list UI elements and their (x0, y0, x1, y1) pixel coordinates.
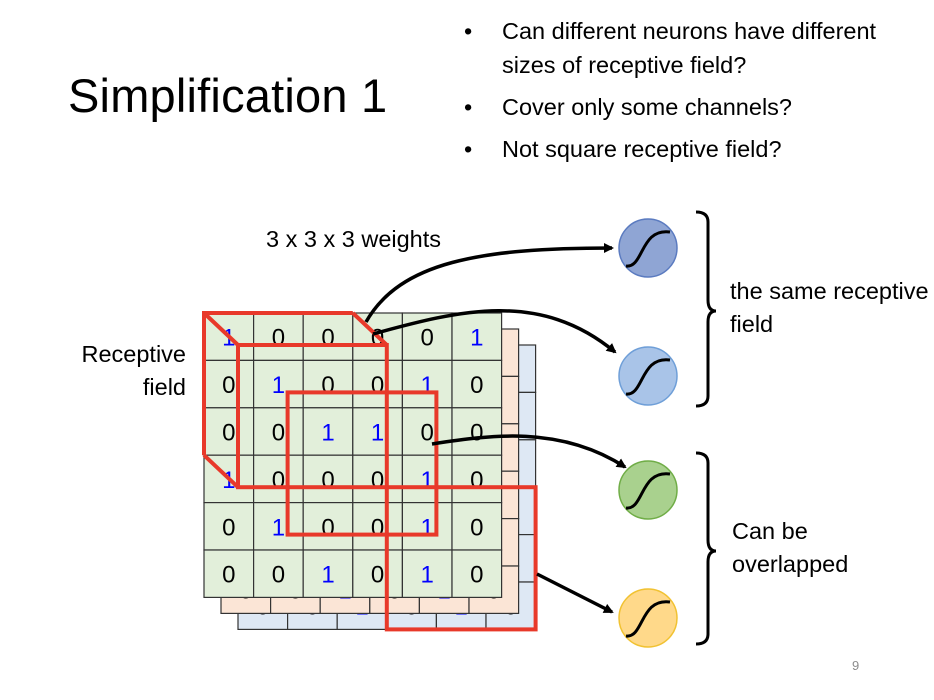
weights-label: 3 x 3 x 3 weights (266, 226, 442, 252)
cell-value: 0 (470, 514, 483, 541)
arrow-to-neuron-2 (372, 309, 617, 354)
receptive-field-label: Receptive field (81, 341, 187, 400)
cell-value: 0 (222, 420, 235, 447)
grid-cell (302, 549, 354, 599)
receptive-field-highlights (202, 311, 538, 632)
neuron-yellow (618, 588, 678, 648)
arrow-to-neuron-3 (431, 434, 627, 469)
overlapped-label: Can be overlapped (732, 518, 849, 577)
cell-value: 1 (470, 325, 483, 352)
grid-cell (451, 407, 503, 456)
brace-same-field-icon (695, 210, 717, 408)
cell-value: 0 (222, 562, 235, 589)
cell-value: 0 (321, 372, 334, 399)
arrow-to-neuron-1 (364, 243, 614, 323)
cell-value: 1 (421, 514, 434, 541)
grid-cell (451, 454, 503, 504)
cell-value: 0 (321, 467, 334, 494)
cell-value: 0 (470, 467, 483, 494)
braces (695, 210, 717, 646)
cell-value: 0 (272, 325, 285, 352)
grid-cell (253, 359, 304, 409)
grid-cell (253, 502, 304, 551)
cell-value: 0 (272, 420, 285, 447)
neuron-blue-dark (618, 218, 678, 278)
sigmoid-icon (625, 358, 671, 396)
neuron-circle (618, 346, 678, 406)
rf-top-left (202, 311, 389, 490)
question-list: Can different neurons have different siz… (464, 14, 932, 174)
neurons (618, 218, 678, 648)
neuron-blue-light (618, 346, 678, 406)
grid-cell (451, 502, 503, 551)
cell-value: 0 (272, 467, 285, 494)
grid-cell (352, 549, 403, 599)
grid-cell (401, 502, 453, 551)
arrow-to-neuron-4 (536, 572, 614, 614)
cell-value: 0 (470, 562, 483, 589)
cell-value: 0 (222, 372, 235, 399)
rf-middle (285, 390, 439, 537)
page-number: 9 (852, 658, 860, 673)
grid-cell (203, 407, 255, 456)
question-item: Not square receptive field? (464, 132, 932, 166)
grid-cell (451, 549, 503, 599)
grid-cell (253, 549, 304, 599)
same-receptive-field-label: the same receptive field (730, 278, 929, 337)
question-item: Can different neurons have different siz… (464, 14, 932, 82)
grid-cell (401, 549, 453, 599)
grid-cell (352, 454, 403, 504)
sigmoid-icon (625, 600, 671, 638)
channel-layer-1: 100001010010001100100010010010001010 (203, 312, 503, 599)
sigmoid-icon (625, 472, 671, 510)
grid-cell (401, 407, 453, 456)
cell-value: 1 (421, 467, 434, 494)
cell-value: 0 (371, 372, 384, 399)
grid-cell (302, 312, 354, 362)
grid-cell (253, 312, 304, 362)
input-channels: 1000010100100011001000100100100010101000… (203, 312, 537, 631)
grid-cell (203, 549, 255, 599)
cell-value: 0 (470, 372, 483, 399)
connection-arrows (364, 243, 627, 614)
cell-value: 1 (321, 420, 334, 447)
cell-value: 0 (371, 467, 384, 494)
neuron-green (618, 460, 678, 520)
sigmoid-icon (625, 230, 671, 268)
cell-value: 0 (321, 325, 334, 352)
cell-value: 0 (272, 562, 285, 589)
slide-title: Simplification 1 (68, 69, 388, 122)
grid-cell (203, 502, 255, 551)
cell-value: 0 (371, 562, 384, 589)
grid-cell (302, 454, 354, 504)
cell-value: 1 (272, 514, 285, 541)
neuron-circle (618, 460, 678, 520)
cell-value: 1 (371, 420, 384, 447)
cell-value: 0 (222, 514, 235, 541)
cell-value: 0 (470, 420, 483, 447)
question-item: Cover only some channels? (464, 90, 932, 124)
cell-value: 1 (321, 562, 334, 589)
grid-cell (451, 359, 503, 409)
grid-cell (302, 407, 354, 456)
cell-value: 1 (421, 562, 434, 589)
grid-cell (253, 407, 304, 456)
cell-value: 1 (272, 372, 285, 399)
grid-cell (451, 312, 503, 362)
cell-value: 0 (421, 325, 434, 352)
grid-cell (352, 502, 403, 551)
cell-value: 1 (421, 372, 434, 399)
neuron-circle (618, 218, 678, 278)
neuron-circle (618, 588, 678, 648)
grid-cell (302, 502, 354, 551)
cell-value: 0 (321, 514, 334, 541)
rf-bottom-right (384, 485, 538, 632)
cell-value: 0 (421, 420, 434, 447)
cell-value: 0 (371, 514, 384, 541)
brace-overlapped-icon (695, 451, 717, 646)
